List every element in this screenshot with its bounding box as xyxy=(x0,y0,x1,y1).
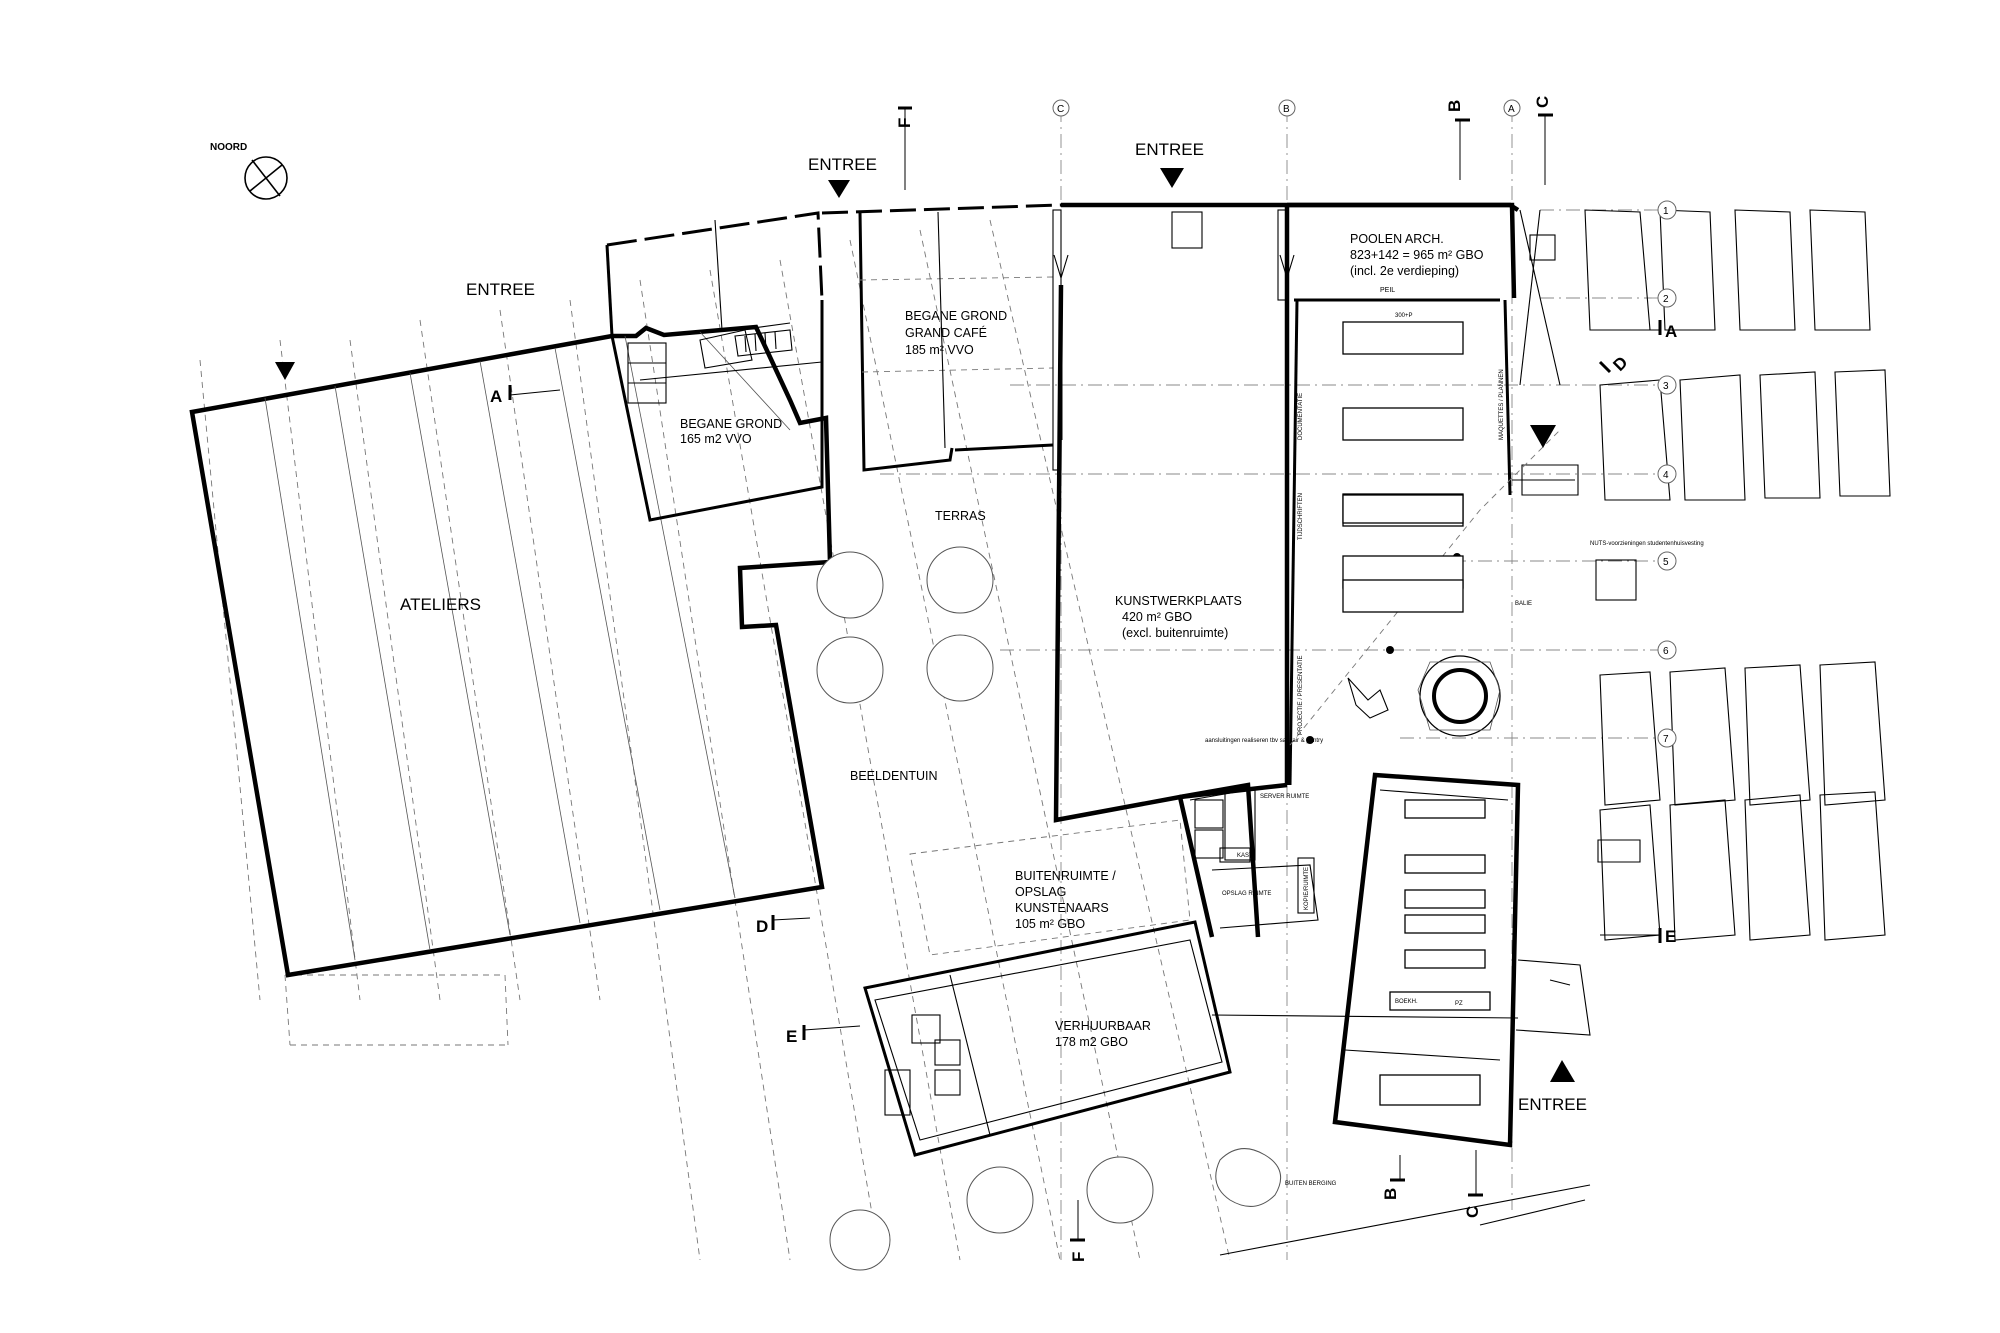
buiten-title: BUITENRUIMTE / xyxy=(1015,869,1116,883)
ateliers-building xyxy=(189,324,833,978)
begane1-area: 165 m2 VVO xyxy=(680,432,752,446)
entrance-arrow-side xyxy=(1530,425,1556,448)
poolen-title: POOLEN ARCH. xyxy=(1350,232,1444,246)
poolen-peil: PEIL xyxy=(1380,287,1395,294)
entrance-label-main: ENTREE xyxy=(1135,140,1204,159)
verhuur-title: VERHUURBAAR xyxy=(1055,1019,1151,1033)
axis-row-2: 2 xyxy=(1663,294,1669,305)
section-b-top: B xyxy=(1445,100,1464,112)
north-label: NOORD xyxy=(210,142,247,153)
label-projectie: PROJECTIE / PRESENTATIE xyxy=(1298,656,1304,735)
label-boekh: BOEKH. xyxy=(1395,999,1418,1005)
section-e-right: E xyxy=(1665,927,1676,946)
entrance-arrow-cafe xyxy=(828,180,850,198)
label-kopie: KOPIE/RUIMTE xyxy=(1304,867,1310,910)
begane-grond-building xyxy=(605,211,824,522)
section-d-left: D xyxy=(756,917,768,936)
grand-cafe-building xyxy=(821,203,1062,472)
begane2-title: BEGANE GROND xyxy=(905,309,1007,323)
entrance-markers: ENTREE ENTREE ENTREE ENTREE xyxy=(275,140,1587,1114)
trees xyxy=(816,546,1389,1271)
kunst-note: (excl. buitenruimte) xyxy=(1122,626,1228,640)
axis-row-3: 3 xyxy=(1663,381,1669,392)
label-kast: KAST xyxy=(1237,853,1253,859)
section-b-bottom: B xyxy=(1381,1188,1400,1200)
label-opslag: OPSLAG RUIMTE xyxy=(1222,891,1271,897)
buiten-area: 105 m² GBO xyxy=(1015,917,1085,931)
buiten-sub1: OPSLAG xyxy=(1015,885,1066,899)
room-labels: ATELIERS BEGANE GROND 165 m2 VVO BEGANE … xyxy=(400,232,1704,1187)
label-nuts: NUTS-voorzieningen studentenhuisvesting xyxy=(1590,541,1704,547)
label-documentatie: DOCUMENTATIE xyxy=(1298,393,1304,440)
section-e-left: E xyxy=(786,1027,797,1046)
service-block xyxy=(1177,782,1319,938)
entrance-label-ateliers: ENTREE xyxy=(466,280,535,299)
label-tijdschriften: TIJDSCHRIFTEN xyxy=(1298,493,1304,540)
section-markers: A A B B C C D D E E F F xyxy=(490,96,1677,1262)
axis-row-6: 6 xyxy=(1663,646,1669,657)
begane2-area: 185 m² VVO xyxy=(905,343,974,357)
entrance-label-cafe: ENTREE xyxy=(808,155,877,174)
kunst-title: KUNSTWERKPLAATS xyxy=(1115,594,1242,608)
axis-row-4: 4 xyxy=(1663,470,1669,481)
section-a-left: A xyxy=(490,387,502,406)
section-f-top: F xyxy=(895,118,914,128)
poolen-table-label: 300+P xyxy=(1395,313,1413,319)
axis-row-7: 7 xyxy=(1663,734,1669,745)
verhuur-area: 178 m2 GBO xyxy=(1055,1035,1128,1049)
label-maquettes: MAQUETTES / PLANNEN xyxy=(1499,369,1505,440)
buiten-sub2: KUNSTENAARS xyxy=(1015,901,1109,915)
entrance-arrow-ateliers xyxy=(275,362,295,380)
grid-axis-markers: C B A 1 2 3 4 5 6 7 xyxy=(1052,99,1677,748)
axis-col-b: B xyxy=(1283,104,1290,115)
room-terras: TERRAS xyxy=(935,509,986,523)
lower-buildings xyxy=(863,819,1232,1157)
right-wing xyxy=(1211,772,1591,1148)
kunst-area: 420 m² GBO xyxy=(1122,610,1192,624)
room-ateliers: ATELIERS xyxy=(400,595,481,614)
entrance-arrow-main xyxy=(1160,168,1184,188)
begane1-title: BEGANE GROND xyxy=(680,417,782,431)
grid-lines xyxy=(199,108,1660,1261)
section-c-top: C xyxy=(1533,96,1552,108)
entrance-arrow-south xyxy=(1550,1060,1575,1082)
section-c-bottom: C xyxy=(1463,1206,1482,1218)
poolen-building xyxy=(1287,202,1579,786)
label-server: SERVER RUIMTE xyxy=(1260,794,1309,800)
section-a-right: A xyxy=(1665,322,1677,341)
kunst-small-note: aansluitingen realiseren tbv sanitair & … xyxy=(1205,738,1323,744)
axis-row-5: 5 xyxy=(1663,557,1669,568)
section-f-bottom: F xyxy=(1069,1252,1088,1262)
poolen-note: (incl. 2e verdieping) xyxy=(1350,264,1459,278)
room-beeldentuin: BEELDENTUIN xyxy=(850,769,938,783)
axis-row-1: 1 xyxy=(1663,206,1669,217)
begane2-sub: GRAND CAFÉ xyxy=(905,325,987,340)
label-balie: BALIE xyxy=(1515,601,1532,607)
north-arrow: NOORD xyxy=(210,142,288,200)
axis-col-c: C xyxy=(1057,104,1064,115)
label-buitenberging: BUITEN BERGING xyxy=(1285,1181,1337,1187)
axis-col-a: A xyxy=(1508,104,1515,115)
entrance-label-south: ENTREE xyxy=(1518,1095,1587,1114)
section-d-right: D xyxy=(1609,353,1631,375)
poolen-area: 823+142 = 965 m² GBO xyxy=(1350,248,1484,262)
label-pz: PZ xyxy=(1455,1001,1463,1007)
